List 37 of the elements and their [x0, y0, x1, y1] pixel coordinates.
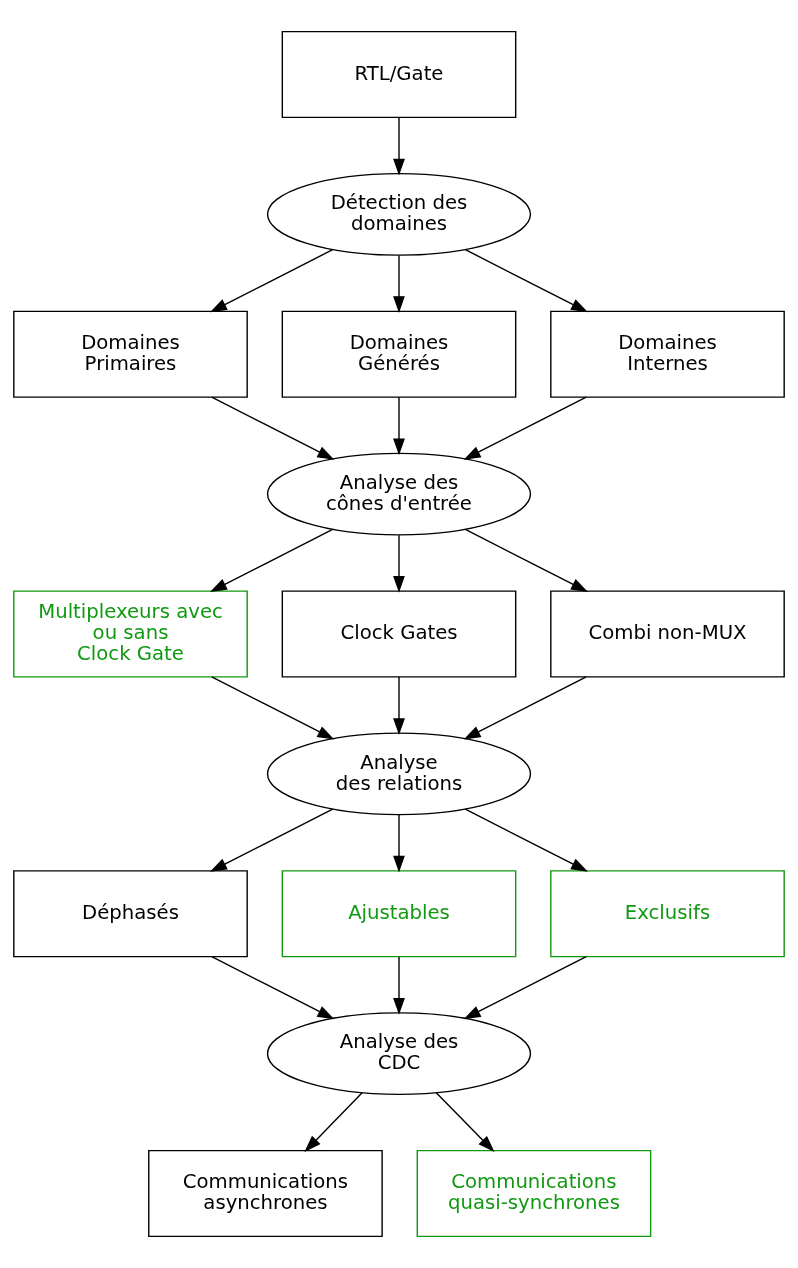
arrow [210, 528, 334, 592]
arrow [464, 248, 588, 313]
node-ellipse: Détection des domaines [266, 172, 532, 256]
node-box: Exclusifs [550, 870, 785, 958]
arrow [463, 676, 587, 740]
node-box: Déphasés [13, 870, 248, 958]
arrow [211, 396, 335, 460]
arrow [464, 808, 588, 872]
arrow [393, 534, 405, 593]
arrow [435, 1092, 495, 1153]
node-box: Ajustables [281, 870, 517, 958]
node-box: Combi non-MUX [550, 590, 785, 678]
arrow [211, 955, 335, 1020]
node-box: Clock Gates [281, 590, 517, 678]
arrow [304, 1092, 363, 1153]
arrow [393, 814, 405, 873]
arrow [210, 248, 334, 313]
arrow [463, 955, 587, 1020]
arrow [463, 396, 587, 460]
node-ellipse: Analyse des relations [266, 732, 532, 816]
node-ellipse: Analyse des CDC [266, 1012, 532, 1096]
node-ellipse: Analyse des cônes d'entrée [266, 452, 532, 536]
arrow [210, 808, 334, 872]
arrow [393, 676, 405, 736]
arrow [393, 116, 405, 176]
arrow [393, 254, 405, 314]
arrow [393, 955, 405, 1015]
node-box: Domaines Primaires [13, 310, 248, 398]
node-box: Domaines Générés [281, 310, 517, 398]
arrow [393, 396, 405, 456]
arrow [464, 528, 588, 592]
node-box: Communications asynchrones [148, 1149, 383, 1238]
node-box: Communications quasi-synchrones [416, 1149, 652, 1238]
arrow [211, 676, 335, 740]
node-box: RTL/Gate [281, 30, 517, 119]
node-box: Domaines Internes [550, 310, 785, 398]
node-box: Multiplexeurs avec ou sans Clock Gate [13, 590, 248, 678]
